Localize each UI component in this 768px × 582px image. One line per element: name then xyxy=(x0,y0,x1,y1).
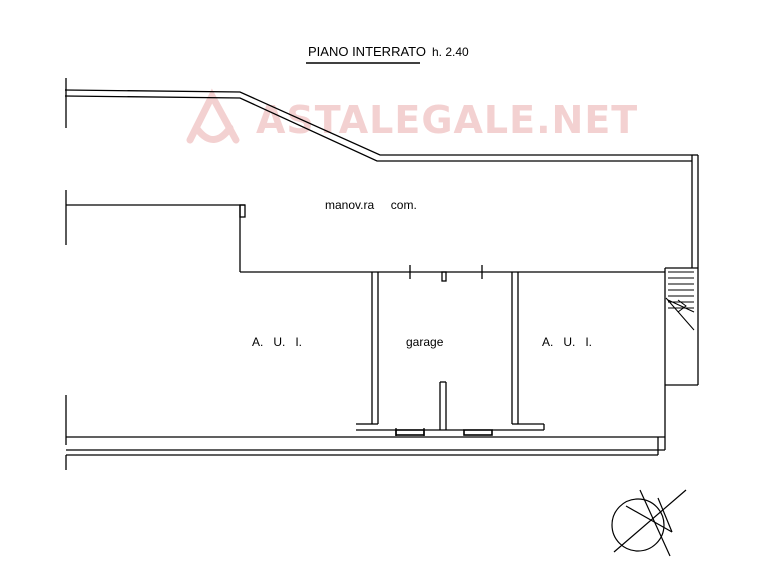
watermark-text: ASTALEGALE.NET xyxy=(256,98,638,142)
staircase-icon xyxy=(665,271,695,331)
north-arrow-icon xyxy=(611,489,687,557)
walls xyxy=(64,78,699,470)
plan-title: PIANO INTERRATO xyxy=(308,44,426,59)
room-label-maneuver-area: manov.ra com. xyxy=(325,198,417,212)
astalegale-logo-icon xyxy=(186,88,240,144)
height-note: h. 2.40 xyxy=(432,45,469,59)
room-label-right-unit: A. U. I. xyxy=(542,335,592,349)
room-label-left-unit: A. U. I. xyxy=(252,335,302,349)
watermark: ASTALEGALE.NET xyxy=(186,88,638,144)
room-label-garage: garage xyxy=(406,335,444,349)
